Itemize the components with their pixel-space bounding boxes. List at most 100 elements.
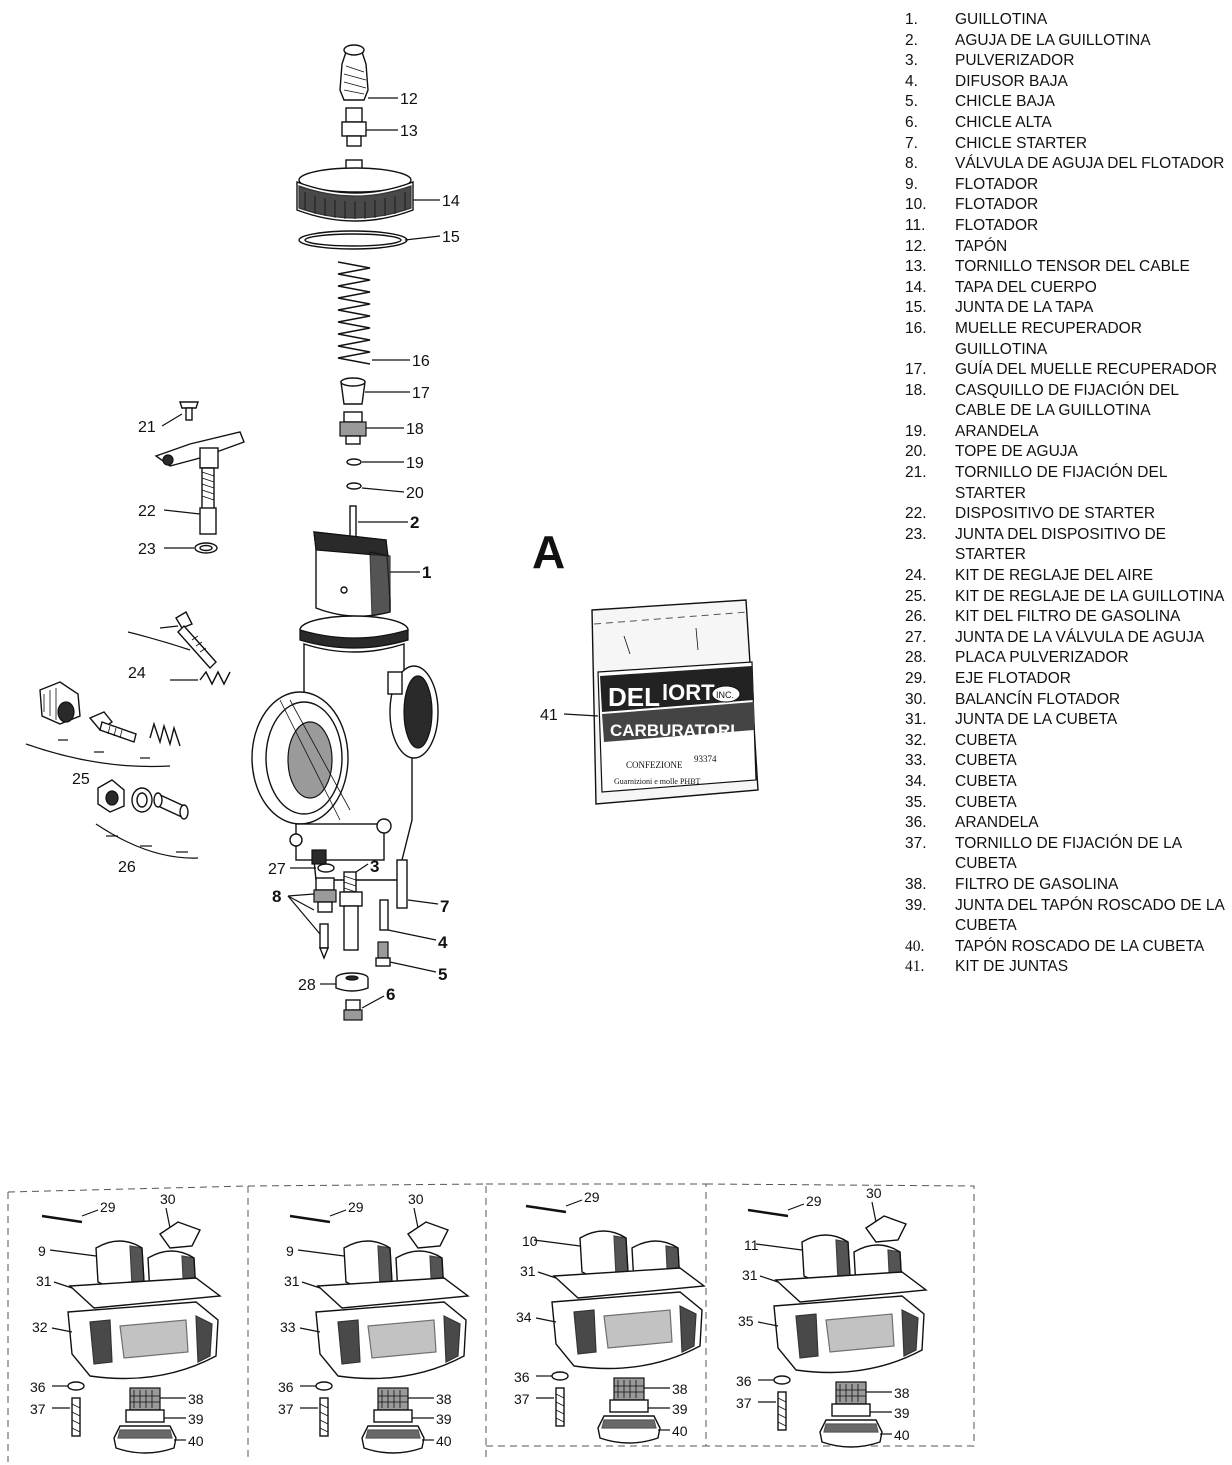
bowl-gasket [316,1277,470,1309]
washer [551,1371,569,1381]
legend-label: KIT DE REGLAJE DE LA GUILLOTINA [955,587,1225,605]
legend-label: ARANDELA [955,814,1039,832]
callout-29: 29 [348,1199,364,1215]
legend-label: TORNILLO DE FIJACIÓN DEL STARTER [955,464,1167,502]
callout-36: 36 [30,1379,46,1395]
legend-label: PLACA PULVERIZADOR [955,649,1129,667]
fuel-filter [129,1387,161,1411]
legend-number: 33. [905,752,927,770]
callout-36: 36 [278,1379,294,1395]
legend-item: 8.VÁLVULA DE AGUJA DEL FLOTADOR [905,154,1230,175]
legend-label: KIT DEL FILTRO DE GASOLINA [955,608,1181,626]
legend-number: 36. [905,814,927,832]
legend-number: 19. [905,422,927,440]
callout-22: 22 [138,503,156,520]
bowl-screw [71,1397,81,1437]
legend-label: TAPÓN ROSCADO DE LA CUBETA [955,937,1205,955]
legend-number: 9. [905,175,918,193]
callout-29: 29 [584,1189,600,1205]
legend-number: 34. [905,772,927,790]
legend-item: 29.EJE FLOTADOR [905,669,1230,690]
part-28-atomizer-plate: 28 [298,972,369,994]
callout-40: 40 [672,1423,688,1439]
legend-item: 4.DIFUSOR BAJA [905,72,1230,93]
callout-bowl: 34 [516,1309,532,1325]
callout-36: 36 [514,1369,530,1385]
callout-39: 39 [672,1401,688,1417]
bowl-gasket [552,1267,706,1299]
legend-number: 16. [905,319,927,337]
callout-bowl: 32 [32,1319,48,1335]
legend-label: JUNTA DE LA CUBETA [955,711,1118,729]
legend-item: 36. ARANDELA [905,813,1230,834]
legend-label: BALANCÍN FLOTADOR [955,690,1121,708]
bag-sub: CARBURATORI [610,721,735,740]
legend-item: 34.CUBETA [905,772,1230,793]
kit-24-air-adjust: 24 [127,611,231,686]
legend-number: 25. [905,587,927,605]
legend-number: 35. [905,793,927,811]
float-shaft [747,1208,789,1218]
legend-label: DISPOSITIVO DE STARTER [955,505,1156,523]
washer [773,1375,791,1385]
legend-number: 2. [905,31,918,49]
legend-label: EJE FLOTADOR [955,670,1071,687]
legend-label: JUNTA DE LA TAPA [955,299,1094,317]
callout-26: 26 [118,859,136,876]
callout-13: 13 [400,123,418,140]
callout-18: 18 [406,421,424,438]
legend-label: MUELLE RECUPERADOR GUILLOTINA [955,319,1142,358]
legend-number: 41. [905,958,925,976]
legend-number: 17. [905,361,927,379]
legend-label: CHICLE BAJA [955,93,1055,111]
legend-item: 30.BALANCÍN FLOTADOR [905,690,1230,711]
legend-label: JUNTA DEL DISPOSITIVO DE STARTER [955,525,1167,564]
callout-12: 12 [400,91,418,108]
callout-3: 3 [370,857,379,876]
callout-float: 11 [744,1237,759,1253]
plug-gasket [125,1409,165,1423]
legend-item: 20.TOPE DE AGUJA [905,442,1230,463]
part-4-idle-diffuser: 4 [379,899,448,952]
fuel-filter [613,1377,645,1401]
callout-4: 4 [438,933,448,952]
callout-31: 31 [520,1263,536,1279]
legend-number: 20. [905,443,927,461]
legend-label: JUNTA DEL TAPÓN ROSCADO DE LA CUBETA [955,896,1225,935]
callout-30: 30 [160,1191,176,1207]
legend-number: 10. [905,196,927,214]
legend-number: 38. [905,875,927,893]
part-17-spring-guide: 17 [340,377,430,405]
starter-group: 21 22 23 [138,401,245,558]
legend-item: 7.CHICLE STARTER [905,134,1230,155]
callout-37: 37 [736,1395,752,1411]
float-lever [407,1221,449,1249]
callout-30: 30 [866,1185,882,1201]
legend-item: 5.CHICLE BAJA [905,92,1230,113]
legend-label: TAPA DEL CUERPO [955,278,1097,296]
legend-item: 16. MUELLE RECUPERADOR GUILLOTINA [905,319,1230,360]
legend-number: 15. [905,299,927,317]
legend-label: GUÍA DEL MUELLE RECUPERADOR [955,361,1218,379]
legend-label: FLOTADOR [955,175,1039,193]
legend-label: PULVERIZADOR [955,52,1075,70]
legend-item: 9. FLOTADOR [905,175,1230,196]
callout-2: 2 [410,513,419,532]
legend-number: 31. [905,711,927,729]
callout-31: 31 [284,1273,300,1289]
legend-number: 23. [905,525,927,543]
callout-7: 7 [440,897,449,916]
bowl-screw [555,1387,565,1427]
legend-number: 28. [905,649,927,667]
part-6-main-jet: 6 [343,985,395,1021]
washer [315,1381,333,1391]
legend-item: 25. KIT DE REGLAJE DE LA GUILLOTINA [905,587,1230,608]
callout-38: 38 [672,1381,688,1397]
legend-item: 3.PULVERIZADOR [905,51,1230,72]
legend-label: CHICLE STARTER [955,134,1088,152]
legend-number: 27. [905,628,927,646]
legend-label: TAPÓN [955,237,1008,255]
part-41-gasket-kit-bag: DEL lORTo INC. CARBURATORI CONFEZIONE 93… [540,599,759,805]
